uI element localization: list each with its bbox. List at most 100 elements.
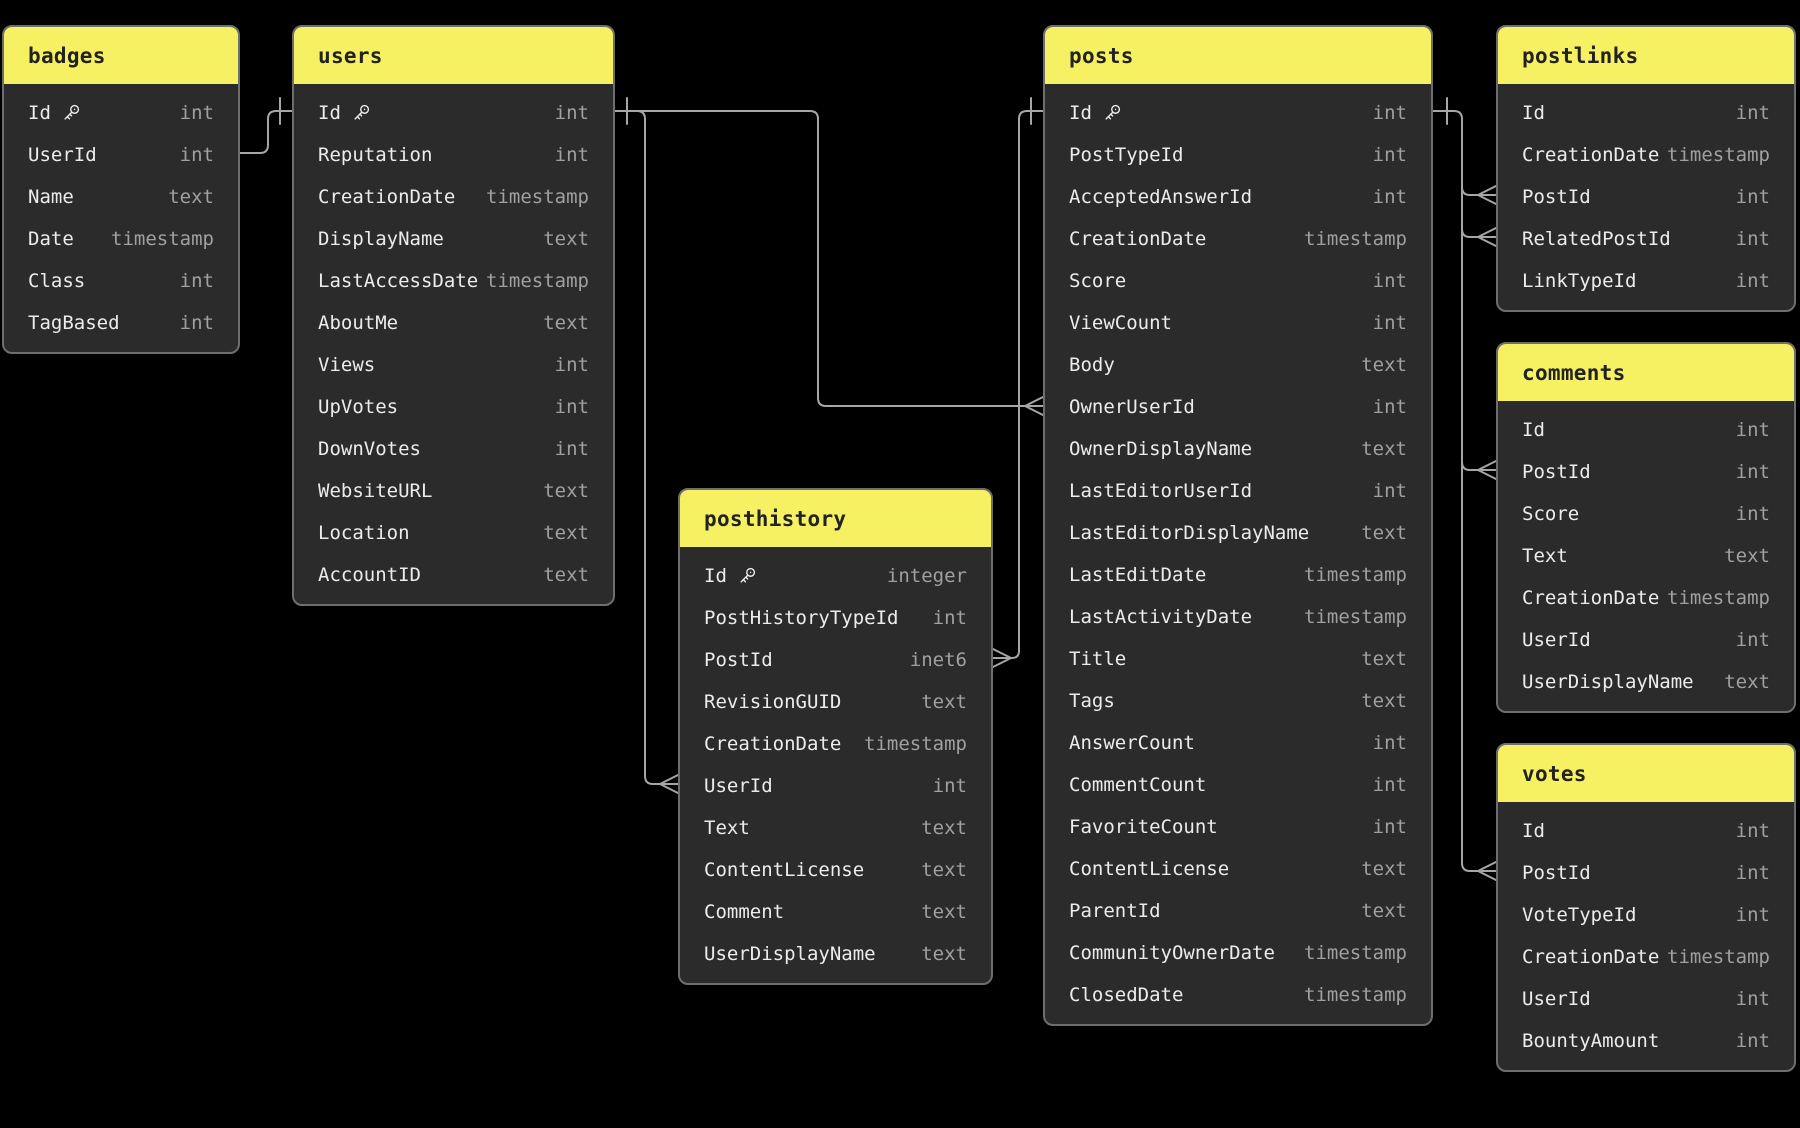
primary-key-icon (1102, 103, 1122, 123)
field-type: text (921, 817, 967, 839)
field-row-posts-ParentId: ParentId text (1045, 890, 1431, 932)
field-type: int (1372, 144, 1407, 166)
field-name: Id (1522, 820, 1545, 842)
field-type: text (921, 901, 967, 923)
field-name: LastActivityDate (1069, 606, 1253, 628)
field-name: CreationDate (1522, 144, 1660, 166)
field-name: CreationDate (1069, 228, 1207, 250)
table-header-posts[interactable]: posts (1045, 27, 1431, 84)
table-header-badges[interactable]: badges (4, 27, 238, 84)
table-title: badges (28, 43, 106, 68)
field-name: Comment (704, 901, 785, 923)
field-type: text (1361, 690, 1407, 712)
field-type: int (1372, 480, 1407, 502)
table-header-votes[interactable]: votes (1498, 745, 1794, 802)
field-type: text (543, 228, 589, 250)
field-name: ContentLicense (704, 859, 865, 881)
field-name: Class (28, 270, 86, 292)
table-header-users[interactable]: users (294, 27, 613, 84)
edge-badges.UserId-to-users.Id (239, 97, 293, 154)
field-type: int (554, 354, 589, 376)
field-name: ParentId (1069, 900, 1161, 922)
field-name: UserDisplayName (1522, 671, 1694, 693)
field-type: text (543, 522, 589, 544)
field-name: Location (318, 522, 410, 544)
field-name: CreationDate (704, 733, 842, 755)
field-type: timestamp (1667, 144, 1770, 166)
field-name: Views (318, 354, 376, 376)
field-name: Id (1522, 102, 1545, 124)
edge-posts.Id-to-postlinks.RelatedPostId (1461, 222, 1497, 247)
field-type: text (1361, 900, 1407, 922)
primary-key-icon (351, 103, 371, 123)
field-name: ContentLicense (1069, 858, 1230, 880)
edge-posts.Id-to-comments.PostId (1461, 455, 1497, 480)
field-name: WebsiteURL (318, 480, 433, 502)
table-title: posthistory (704, 506, 847, 531)
field-name: Id (704, 565, 727, 587)
field-type: timestamp (1304, 564, 1407, 586)
field-name: Text (704, 817, 750, 839)
field-type: int (179, 144, 214, 166)
table-header-comments[interactable]: comments (1498, 344, 1794, 401)
field-row-users-Views: Views int (294, 344, 613, 386)
field-type: int (1735, 419, 1770, 441)
field-name: Score (1522, 503, 1580, 525)
field-type: int (1735, 270, 1770, 292)
table-header-postlinks[interactable]: postlinks (1498, 27, 1794, 84)
field-type: timestamp (1667, 587, 1770, 609)
edge-posts.Id-to-posthistory.PostId (992, 97, 1044, 668)
edge-posts.Id-to-votes.PostId (1432, 97, 1497, 881)
field-name: DisplayName (318, 228, 444, 250)
field-row-users-DisplayName: DisplayName text (294, 218, 613, 260)
field-row-posts-CreationDate: CreationDate timestamp (1045, 218, 1431, 260)
table-header-posthistory[interactable]: posthistory (680, 490, 991, 547)
field-name: PostId (1522, 186, 1591, 208)
field-type: timestamp (1304, 228, 1407, 250)
field-type: text (543, 564, 589, 586)
field-type: timestamp (1304, 942, 1407, 964)
field-name: Id (318, 102, 341, 124)
field-type: int (179, 102, 214, 124)
field-type: text (1724, 545, 1770, 567)
field-type: int (1372, 270, 1407, 292)
primary-key-icon (61, 103, 81, 123)
field-row-postlinks-CreationDate: CreationDate timestamp (1498, 134, 1794, 176)
field-type: timestamp (1304, 606, 1407, 628)
field-type: int (1372, 732, 1407, 754)
field-name: UpVotes (318, 396, 399, 418)
